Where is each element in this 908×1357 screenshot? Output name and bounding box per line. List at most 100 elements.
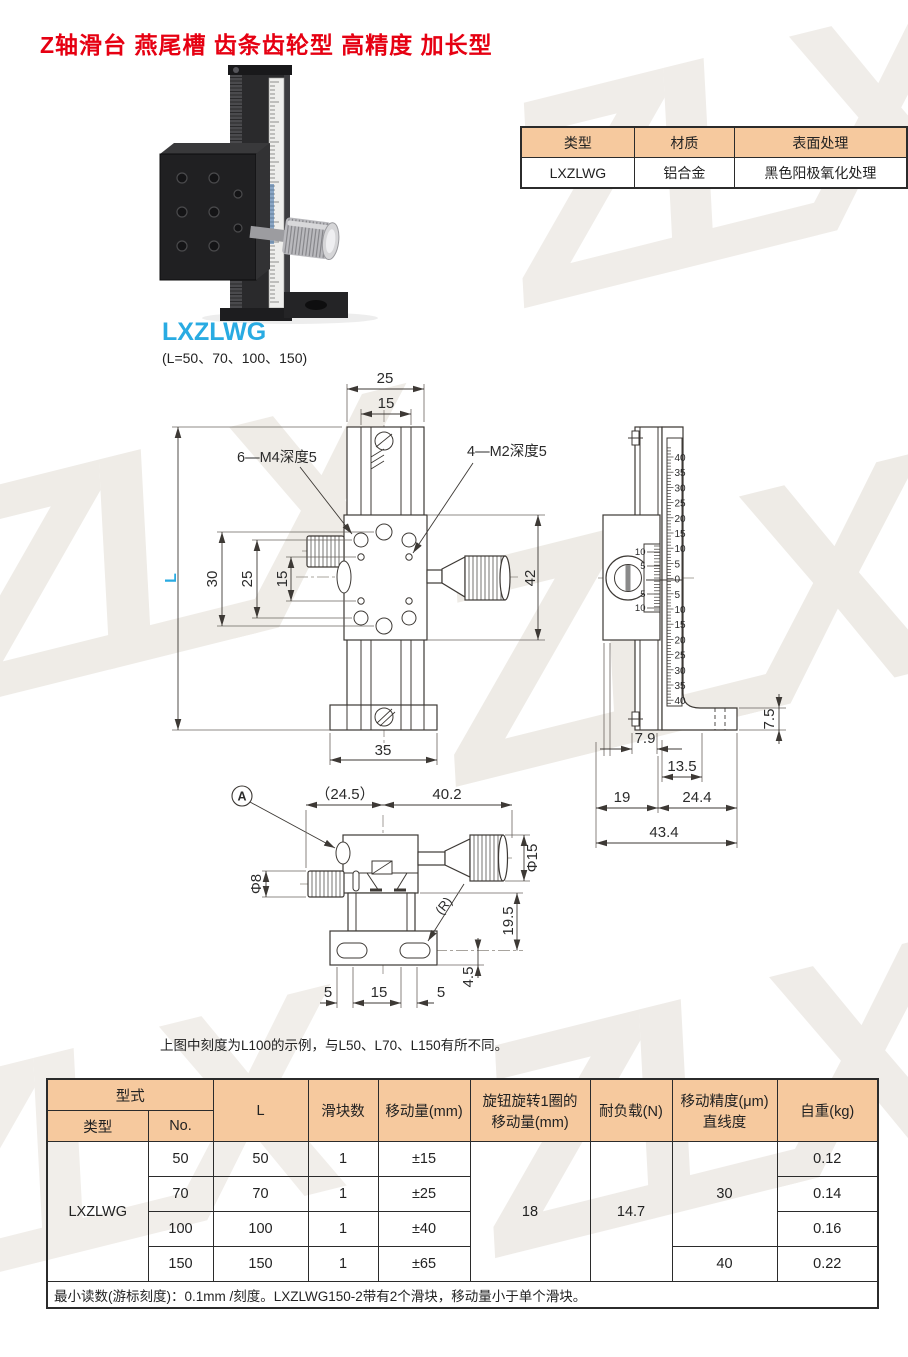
vernier-number: 5 [640,561,645,572]
ruler-number: 30 [675,666,687,677]
rail-edge [284,72,290,314]
dim-5-right: 5 [437,984,445,1001]
cell-no: 70 [147,1176,214,1212]
balloon-a-circle [231,785,253,807]
cell-sliders: 1 [307,1246,379,1282]
vernier-number: 5 [640,589,645,600]
material-info-table: 类型 材质 表面处理 LXZLWG 铝合金 黑色阳极氧化处理 [520,126,908,189]
ruler-number: 40 [675,696,687,707]
front-view: 25 15 L 30 25 15 42 35 6—M4深度5 4—M2深度5 [163,370,547,765]
cell-l: 70 [212,1176,309,1212]
cell-per-turn: 18 [469,1141,591,1282]
table-row: LXZLWG 50 50 1 ±15 18 14.7 30 0.12 [46,1141,879,1282]
carriage-top-face [160,143,270,154]
dim-L: L [163,573,180,583]
dim-19-5: 19.5 [500,906,517,935]
cell-no: 150 [147,1246,214,1282]
header-accuracy-line2: 直线度 [702,1114,747,1131]
table-row: 100 100 1 ±40 0.16 [47,1211,879,1247]
ruler-number: 35 [675,681,687,692]
label-m2-holes: 4—M2深度5 [467,443,547,460]
ruler-number: 15 [675,620,687,631]
product-length-options: (L=50、70、100、150) [162,350,308,366]
foot-slot [305,300,327,310]
cell-weight: 0.16 [776,1211,879,1247]
bottom-view: A (R) （24.5） 40.2 Φ15 Φ8 19.5 4.5 5 15 5 [231,785,541,1008]
product-name: LXZLWG [162,318,267,346]
drawing-note: 上图中刻度为L100的示例，与L50、L70、L150有所不同。 [160,1038,509,1053]
ruler-blue-marks [270,184,274,244]
cell-travel: ±40 [377,1211,471,1247]
info-value-material: 铝合金 [633,157,735,189]
ruler-number: 35 [675,468,687,479]
watermark-zlx: ZLX [0,331,423,769]
leader-m4 [299,466,353,535]
carriage-holes [176,172,243,252]
dim-4-5: 4.5 [460,967,477,988]
ruler-number: 5 [675,559,681,570]
cell-weight: 0.22 [776,1246,879,1282]
dim-40-2: 40.2 [432,786,461,803]
dim-7-5: 7.5 [761,709,778,730]
ruler-number: 10 [675,605,687,616]
dim-24-4: 24.4 [682,789,711,806]
dim-13-5: 13.5 [667,758,696,775]
leader-r [427,883,465,942]
dim-42: 42 [522,570,539,587]
fine-knob-front [306,535,345,568]
ruler-number: 10 [675,544,687,555]
dim-30: 30 [204,571,221,588]
cell-load: 14.7 [589,1141,673,1282]
ruler-number: 30 [675,483,687,494]
cell-l: 150 [212,1246,309,1282]
ruler-number: 0 [675,575,681,586]
header-model-group: 型式 [46,1078,214,1111]
ruler-number: 40 [675,453,687,464]
cell-type: LXZLWG [46,1141,149,1282]
dim-phi15: Φ15 [524,844,541,873]
cell-accuracy-top: 30 [671,1141,778,1247]
header-per-turn-line2: 移动量(mm) [491,1114,569,1131]
balloon-a-text: A [237,790,246,804]
dim-35: 35 [375,742,392,759]
table-row: 70 70 1 ±25 0.14 [47,1176,879,1212]
info-value-finish: 黑色阳极氧化处理 [733,157,908,189]
fine-knob-bottom [307,870,345,898]
dim-15-left: 15 [274,571,291,588]
dim-24-5: （24.5） [315,786,374,803]
header-sliders: 滑块数 [307,1078,379,1142]
ruler-number: 15 [675,529,687,540]
adjustment-knob [249,217,340,261]
cell-weight: 0.14 [776,1176,879,1212]
leader-a [249,801,336,849]
main-knob-front [426,555,511,601]
ruler-number: 25 [675,651,687,662]
header-type: 类型 [46,1110,149,1142]
cap-screw [233,67,239,73]
cell-travel: ±15 [377,1141,471,1177]
dim-43-4: 43.4 [649,824,678,841]
cell-sliders: 1 [307,1176,379,1212]
cell-sliders: 1 [307,1141,379,1177]
header-accuracy: 移动精度(μm) 直线度 [671,1078,778,1142]
ruler-number: 25 [675,499,687,510]
info-header-material: 材质 [633,126,735,158]
info-value-type: LXZLWG [520,157,635,189]
vernier-number: 10 [635,547,646,558]
info-header-type: 类型 [520,126,635,158]
cell-travel: ±25 [377,1176,471,1212]
cell-no: 100 [147,1211,214,1247]
dim-25-left: 25 [239,571,256,588]
spec-table: 型式 L 滑块数 移动量(mm) 旋钮旋转1圈的 移动量(mm) 耐负载(N) … [46,1078,879,1309]
header-no: No. [147,1110,214,1142]
cell-l: 100 [212,1211,309,1247]
ruler-number: 5 [675,590,681,601]
ruler-number: 20 [675,635,687,646]
dim-phi8: Φ8 [248,874,265,894]
cell-weight: 0.12 [776,1141,879,1177]
header-per-turn-line1: 旋钮旋转1圈的 [482,1093,578,1110]
page-title: Z轴滑台 燕尾槽 齿条齿轮型 高精度 加长型 [40,32,493,58]
label-m4-holes: 6—M4深度5 [237,449,317,466]
cell-travel: ±65 [377,1246,471,1282]
